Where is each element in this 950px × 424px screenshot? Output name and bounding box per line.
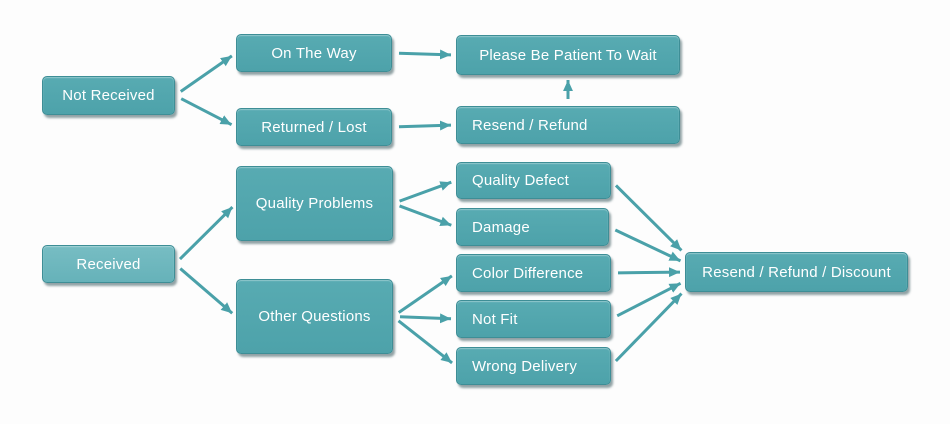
node-other-questions: Other Questions bbox=[236, 279, 393, 354]
arrow-quality-problems-to-damage bbox=[399, 204, 452, 227]
node-color-difference: Color Difference bbox=[456, 254, 611, 292]
arrow-other-questions-to-wrong-delivery bbox=[397, 319, 453, 365]
arrow-quality-defect-to-resend-refund-discount bbox=[614, 184, 683, 252]
arrow-not-received-to-returned-lost bbox=[180, 97, 233, 127]
arrow-not-received-to-on-the-way bbox=[179, 54, 233, 93]
arrow-received-to-quality-problems bbox=[178, 205, 234, 261]
arrow-damage-to-resend-refund-discount bbox=[614, 228, 682, 263]
node-on-the-way: On The Way bbox=[236, 34, 392, 72]
arrow-returned-lost-to-resend-refund bbox=[398, 120, 452, 131]
arrow-on-the-way-to-please-wait bbox=[398, 49, 452, 60]
node-resend-refund: Resend / Refund bbox=[456, 106, 680, 144]
arrow-other-questions-to-color-difference bbox=[397, 274, 453, 314]
node-quality-problems: Quality Problems bbox=[236, 166, 393, 241]
node-resend-refund-discount: Resend / Refund / Discount bbox=[685, 252, 908, 292]
node-returned-lost: Returned / Lost bbox=[236, 108, 392, 146]
arrow-not-fit-to-resend-refund-discount bbox=[616, 281, 682, 318]
node-wrong-delivery: Wrong Delivery bbox=[456, 347, 611, 385]
arrow-received-to-other-questions bbox=[179, 267, 234, 315]
node-received: Received bbox=[42, 245, 175, 283]
arrow-quality-problems-to-quality-defect bbox=[399, 180, 452, 203]
node-quality-defect: Quality Defect bbox=[456, 162, 611, 199]
node-not-fit: Not Fit bbox=[456, 300, 611, 338]
node-please-be-patient: Please Be Patient To Wait bbox=[456, 35, 680, 75]
arrow-wrong-delivery-to-resend-refund-discount bbox=[614, 292, 683, 363]
arrow-other-questions-to-not-fit bbox=[399, 313, 452, 324]
arrow-color-difference-to-resend-refund-discount bbox=[617, 267, 681, 278]
node-damage: Damage bbox=[456, 208, 609, 246]
node-not-received: Not Received bbox=[42, 76, 175, 115]
